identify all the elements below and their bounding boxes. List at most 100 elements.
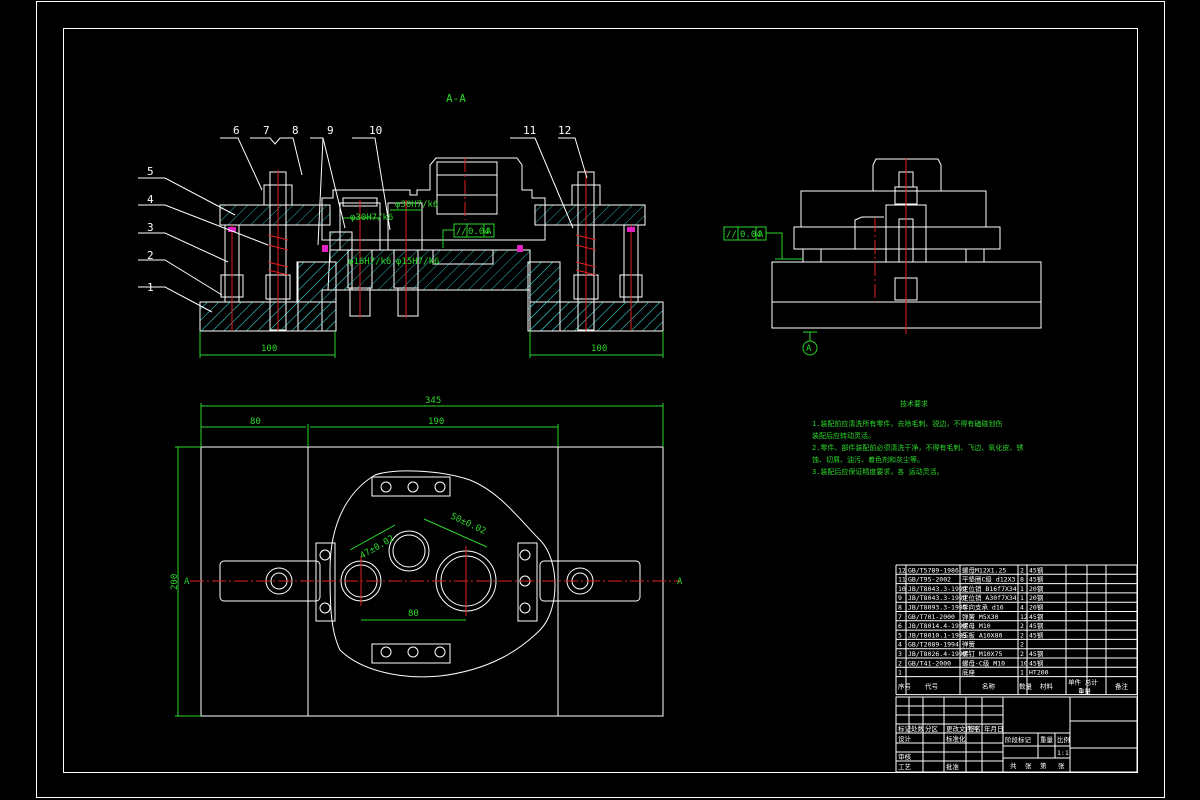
bom-row-name: 弹簧 (962, 640, 976, 649)
bom-header-material: 材料 (1040, 682, 1054, 691)
clamp-plate-right (534, 204, 646, 226)
section-mark: A (184, 577, 190, 587)
bom-header-remark: 备注 (1115, 682, 1129, 691)
bom-row-code: GB/T5789-1986 (908, 566, 959, 574)
bom-row-no: 11 (898, 576, 906, 584)
bom-row-material: 45钢 (1029, 622, 1044, 630)
bom-row-no: 4 (898, 641, 902, 649)
bolt-right-outer (619, 224, 643, 331)
bom-row-material: HT200 (1029, 669, 1049, 677)
svg-text:100: 100 (591, 344, 607, 354)
svg-text:更改文件号: 更改文件号 (946, 724, 979, 733)
svg-text:3.装配后应保证精度要求，各 运动灵活。: 3.装配后应保证精度要求，各 运动灵活。 (812, 467, 944, 476)
svg-text:第: 第 (1040, 761, 1047, 770)
svg-text:80: 80 (250, 417, 261, 427)
dimension-100-left: 100 (199, 331, 336, 358)
bom-row-no: 1 (898, 669, 902, 677)
bom-header-code: 代号 (925, 682, 939, 691)
bom-row-qty: 8 (1020, 576, 1024, 584)
svg-text:A: A (486, 227, 492, 237)
part-leaders (138, 137, 588, 313)
svg-text:分区: 分区 (925, 724, 939, 733)
svg-text:1.装配前应清洗所有零件，去除毛刺、锐边，不得有磕碰划伤: 1.装配前应清洗所有零件，去除毛刺、锐边，不得有磕碰划伤 (812, 419, 1002, 428)
svg-text:处数: 处数 (911, 724, 925, 733)
bom-row-name: 定位销 B16f7X34 (962, 584, 1017, 593)
svg-text:1:1: 1:1 (1057, 749, 1069, 757)
bom-row-qty: 12 (1020, 613, 1028, 621)
dimension-80-190: 80 190 (201, 417, 559, 447)
bom-row-code: GB/T95-2002 (908, 576, 951, 584)
dimension-345: 345 (200, 396, 664, 447)
svg-text:设计: 设计 (898, 734, 912, 743)
bom-row-no: 6 (898, 622, 902, 630)
section-label: A-A (446, 92, 466, 105)
bolt-right-inner (571, 170, 601, 331)
bom-row-qty: 10 (1020, 659, 1028, 667)
bom-row-qty: 1 (1020, 594, 1024, 602)
svg-text:比例: 比例 (1057, 735, 1070, 744)
bom-header-name: 名称 (982, 682, 996, 691)
svg-text:审核: 审核 (898, 752, 912, 761)
side-tolerance-frame: // 0.04 A (723, 226, 803, 260)
svg-text:装配后应转动灵活。: 装配后应转动灵活。 (812, 431, 875, 440)
section-view-a-a: A-A (138, 92, 664, 358)
part-number: 8 (292, 124, 299, 137)
svg-text:标记: 标记 (898, 724, 912, 733)
svg-text:200: 200 (170, 574, 180, 590)
bom-row-name: 导向支承 d16 (962, 603, 1004, 612)
bolt-left-inner (263, 170, 293, 331)
bom-header-no: 序号 (898, 682, 912, 691)
bom-row-name: 螺母-C级 M10 (962, 658, 1005, 667)
fit-label: φ30H7/k6 (395, 200, 438, 210)
notes-title: 技术要求 (900, 399, 928, 408)
bom-row-material: 45钢 (1029, 566, 1044, 574)
bom-row-no: 2 (898, 659, 902, 667)
bom-header-qty: 数量 (1019, 682, 1033, 691)
clamp-plate-left (219, 204, 331, 226)
svg-text:100: 100 (261, 344, 277, 354)
bom-row-name: 定位销 A30f7X34 (962, 593, 1017, 602)
svg-text:A: A (806, 344, 812, 354)
bom-row-code: GB/T2089-1994 (908, 641, 959, 649)
bom-row-qty: 2 (1020, 641, 1024, 649)
svg-text:批准: 批准 (946, 762, 960, 771)
svg-text:张: 张 (1058, 761, 1065, 770)
bom-row-code: GB/T41-2000 (908, 659, 951, 667)
bom-row-name: 压板 A10X80 (962, 630, 1002, 639)
part-number: 4 (147, 193, 154, 206)
bom-row-no: 8 (898, 604, 902, 612)
plan-view: 345 80 190 200 80 47±0.02 50±0.02 A A (170, 396, 683, 717)
part-number: 12 (558, 124, 571, 137)
part-number: 11 (523, 124, 536, 137)
svg-text:0.04: 0.04 (740, 230, 762, 240)
bom-row-code: JB/T8014.4-1999 (908, 622, 967, 630)
title-block: 标记 处数 分区 更改文件号 签名 年月日 设计 标准化 审核 工艺 批准 阶段… (895, 696, 1138, 773)
svg-text:年月日: 年月日 (984, 724, 1004, 733)
dimension-hole-spacing: 80 47±0.02 50±0.02 (349, 512, 488, 621)
bom-row-no: 12 (898, 566, 906, 574)
svg-text:签名: 签名 (968, 724, 981, 733)
fit-label: φ15H7/k6 (396, 257, 439, 267)
bom-row-qty: 2 (1020, 650, 1024, 658)
svg-text://: // (726, 230, 737, 240)
bom-row-code: JB/T8010.1-1999 (908, 631, 967, 639)
base-middle (327, 249, 531, 291)
svg-text://: // (456, 227, 467, 237)
part-number: 3 (147, 221, 154, 234)
bom-header-weight-sub: 重量 (1078, 688, 1092, 696)
bom-row-qty: 2 (1020, 622, 1024, 630)
svg-text:标准化: 标准化 (946, 734, 966, 743)
bom-row-material: 45钢 (1029, 650, 1044, 658)
fit-label: φ30H7/k6 (350, 213, 393, 223)
bom-row-qty: 2 (1020, 566, 1024, 574)
bom-header-weight: 单件 总计 (1068, 678, 1098, 687)
svg-text:A: A (758, 230, 764, 240)
bom-row-no: 5 (898, 631, 902, 639)
svg-text:80: 80 (408, 609, 419, 619)
workpiece (321, 157, 546, 241)
side-view: // 0.04 A A (723, 158, 1042, 356)
part-number: 7 (263, 124, 270, 137)
svg-text:50±0.02: 50±0.02 (449, 512, 488, 537)
